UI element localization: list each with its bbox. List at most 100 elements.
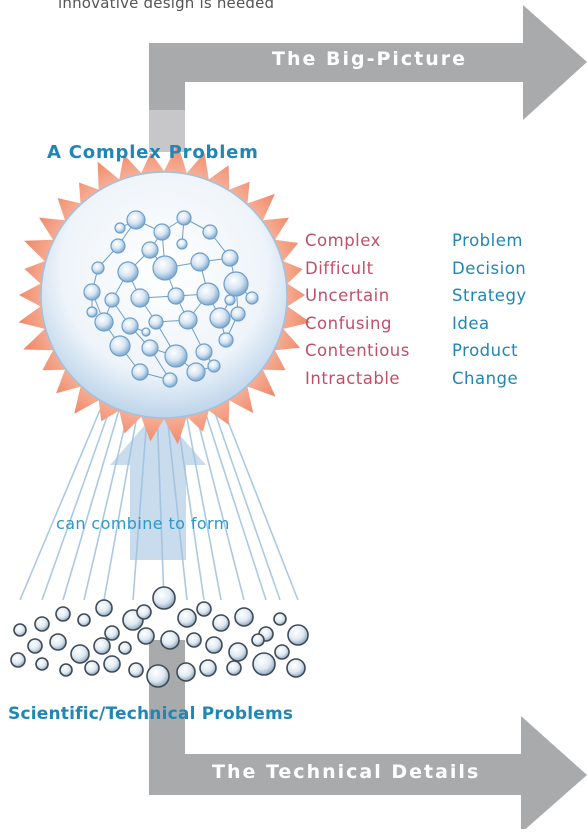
arrow-stem-fade <box>149 110 185 152</box>
problem-bubble <box>160 630 180 650</box>
network-node <box>86 306 98 318</box>
problem-bubble <box>199 659 217 677</box>
problem-bubble <box>35 657 49 671</box>
problem-bubble <box>152 586 176 610</box>
network-node <box>202 224 218 240</box>
network-node <box>230 306 246 322</box>
complex-problem-sphere <box>40 171 288 419</box>
network-node <box>190 252 210 272</box>
problem-bubble <box>93 637 111 655</box>
network-node <box>109 335 131 357</box>
problem-bubble <box>128 662 144 678</box>
problem-bubble <box>252 652 276 676</box>
network-node <box>153 223 171 241</box>
network-node <box>110 238 126 254</box>
network-node <box>121 317 139 335</box>
connection-line <box>203 409 267 601</box>
big-picture-label: The Big-Picture <box>272 48 468 70</box>
network-node <box>209 307 231 329</box>
problem-bubble <box>10 652 26 668</box>
problem-bubble <box>59 663 73 677</box>
technical-details-arrow <box>149 640 587 833</box>
problem-bubble <box>274 644 290 660</box>
connection-line <box>41 409 111 601</box>
adjective-item: Complex <box>305 231 381 250</box>
network-node <box>114 222 126 234</box>
noun-list: Problem Decision Strategy Idea Product C… <box>452 227 527 393</box>
problem-bubble <box>251 633 265 647</box>
problem-bubble <box>286 658 306 678</box>
network-node <box>130 288 150 308</box>
noun-item: Change <box>452 368 519 388</box>
network-node <box>176 210 192 226</box>
network-node <box>83 283 101 301</box>
adjective-item: Intractable <box>305 368 401 388</box>
problem-bubble <box>55 606 71 622</box>
noun-item: Decision <box>452 258 527 278</box>
network-node <box>94 312 114 332</box>
network-node <box>221 249 239 267</box>
problem-bubble <box>95 599 113 617</box>
network-node <box>117 261 139 283</box>
connection-line <box>184 409 222 601</box>
problem-bubble <box>49 633 67 651</box>
problem-network <box>83 210 259 388</box>
problem-bubble <box>176 662 196 682</box>
scientific-problem-bubbles <box>10 586 309 688</box>
network-node <box>224 294 236 306</box>
network-node <box>141 241 159 259</box>
problem-bubble <box>104 625 120 641</box>
problem-bubble <box>212 614 230 632</box>
network-node <box>207 359 221 373</box>
problem-bubble <box>234 607 254 627</box>
problem-bubble <box>77 613 91 627</box>
problem-bubble <box>226 660 242 676</box>
network-node <box>218 332 234 348</box>
connection-line <box>222 409 299 601</box>
problem-bubble <box>228 642 248 662</box>
connection-lines <box>19 409 299 601</box>
connection-line <box>62 409 120 601</box>
problem-bubble <box>177 608 197 628</box>
problem-bubble <box>103 655 121 673</box>
network-node <box>195 343 213 361</box>
problem-bubble <box>84 660 100 676</box>
network-node <box>131 363 149 381</box>
adjective-item: Uncertain <box>305 286 390 306</box>
network-node <box>223 271 249 297</box>
network-node <box>148 314 164 330</box>
problem-bubble <box>70 644 90 664</box>
network-node <box>245 291 259 305</box>
network-node <box>176 238 188 250</box>
network-node <box>186 362 206 382</box>
network-node <box>152 255 178 281</box>
network-node <box>141 327 151 337</box>
problem-bubble <box>27 638 43 654</box>
big-picture-arrow <box>149 5 587 152</box>
scientific-problems-title: Scientific/Technical Problems <box>8 704 294 724</box>
adjective-list: Complex Difficult Uncertain Confusing Co… <box>305 227 410 393</box>
problem-bubble <box>273 612 287 626</box>
problem-bubble <box>136 604 152 620</box>
connection-line <box>132 409 149 601</box>
connection-line <box>83 409 130 601</box>
noun-item: Strategy <box>452 286 527 306</box>
connection-line <box>194 409 245 601</box>
combine-text: can combine to form <box>56 514 230 533</box>
connection-line <box>103 409 139 601</box>
problem-bubble <box>137 627 155 645</box>
connection-line <box>175 409 205 601</box>
network-node <box>104 292 120 308</box>
adjective-item: Confusing <box>305 313 392 333</box>
network-node <box>167 287 185 305</box>
connection-line <box>156 409 165 601</box>
network-node <box>196 282 220 306</box>
adjective-item: Contentious <box>305 341 410 361</box>
technical-details-label: The Technical Details <box>212 761 481 783</box>
network-node <box>178 310 198 330</box>
noun-item: Idea <box>452 313 490 333</box>
network-node <box>91 261 105 275</box>
complex-problem-title: A Complex Problem <box>47 142 259 163</box>
